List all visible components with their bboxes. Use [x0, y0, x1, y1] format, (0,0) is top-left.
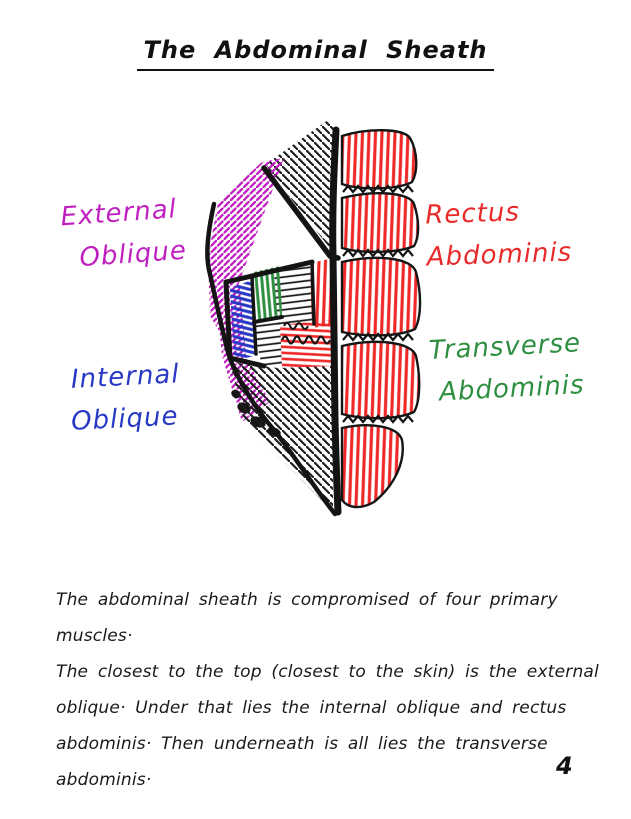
label-transverse-abdominis: Transverse Abdominis [428, 322, 586, 414]
title-area: The Abdominal Sheath [0, 36, 631, 71]
window-black-hatch-lower [252, 320, 282, 366]
label-transverse-abdominis-line1: Transverse [428, 328, 582, 367]
paragraph-line: abdominis· Then underneath is all lies t… [56, 734, 548, 790]
window-black-hatch [274, 262, 313, 326]
label-transverse-abdominis-line2: Abdominis [438, 369, 586, 408]
linea-line [329, 126, 342, 516]
label-external-oblique: External Oblique [59, 188, 188, 280]
label-internal-oblique: Internal Oblique [70, 353, 183, 443]
page-title: The Abdominal Sheath [137, 36, 494, 71]
label-internal-oblique-line1: Internal [70, 359, 181, 395]
label-rectus-abdominis: Rectus Abdominis [425, 189, 573, 278]
anterior-sheath-red-band [280, 320, 333, 368]
label-internal-oblique-line2: Oblique [70, 401, 180, 437]
rectus-abdominis-column [340, 129, 422, 509]
label-rectus-abdominis-line2: Abdominis [426, 237, 573, 273]
rectus-sheath-red-patch [310, 258, 334, 328]
paragraph-line: The abdominal sheath is compromised of f… [56, 590, 558, 646]
internal-oblique-blue-patch [230, 280, 256, 360]
transverse-abdominis-green-patch [254, 266, 282, 322]
label-rectus-abdominis-line1: Rectus [424, 197, 521, 231]
paragraph-line: The closest to the top (closest to the s… [56, 662, 599, 682]
abdominal-sheath-diagram [205, 120, 422, 517]
skin-outline [205, 201, 338, 517]
caption-paragraph: The abdominal sheath is compromised of f… [56, 582, 608, 798]
page-number: 4 [556, 752, 573, 780]
paragraph-line: oblique· Under that lies the internal ob… [56, 698, 567, 718]
aponeurosis-hatch-upper [266, 120, 336, 256]
label-external-oblique-line1: External [59, 194, 178, 233]
label-external-oblique-line2: Oblique [78, 235, 188, 274]
cutaway-window [223, 258, 334, 369]
